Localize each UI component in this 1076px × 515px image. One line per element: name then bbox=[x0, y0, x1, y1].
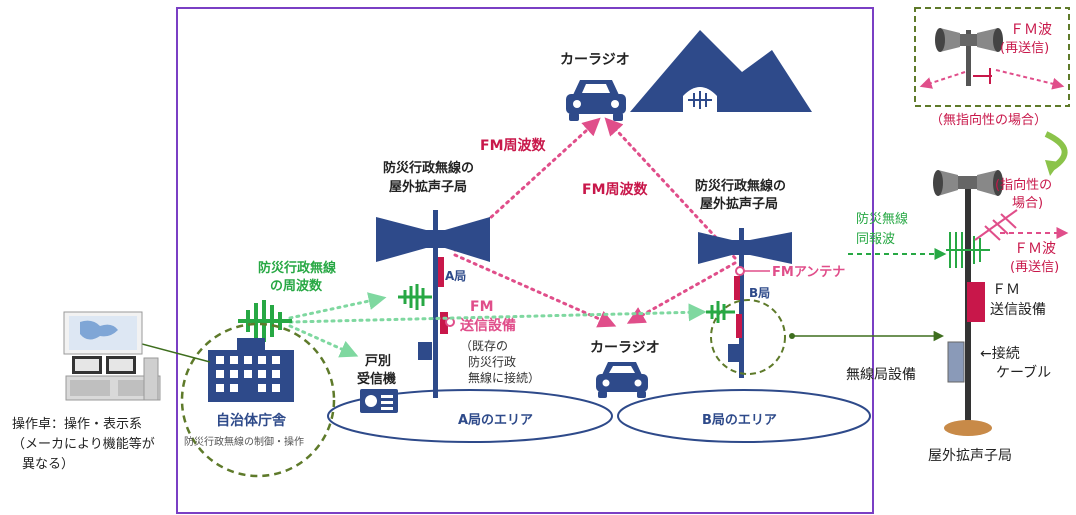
omni-fm-label-1: ＦＭ波 bbox=[1010, 22, 1052, 38]
area-a-ellipse bbox=[327, 389, 613, 443]
station-a-tower bbox=[376, 210, 490, 398]
bousai-freq-2: の周波数 bbox=[270, 278, 323, 294]
radio-wave-icon-cityhall bbox=[238, 300, 292, 342]
main-frame bbox=[176, 7, 874, 514]
fm-freq-right-label: FM周波数 bbox=[582, 181, 648, 198]
fm-freq-left-label: FM周波数 bbox=[480, 137, 546, 154]
kizon-1: （既存の bbox=[460, 339, 508, 353]
omni-fm-arrows bbox=[919, 69, 1065, 90]
omni-case-box bbox=[914, 7, 1070, 107]
car-icon-mid bbox=[596, 362, 648, 398]
car-radio-mid-label: カーラジオ bbox=[590, 340, 660, 356]
right-fm-label-1: ＦＭ波 bbox=[1014, 241, 1056, 257]
city-hall-building-icon bbox=[208, 338, 294, 402]
kobetsu-2: 受信機 bbox=[357, 371, 396, 387]
bousai-wave-lines bbox=[288, 292, 707, 358]
car-radio-top-label: カーラジオ bbox=[560, 52, 630, 68]
yagi-antenna-green bbox=[946, 232, 990, 268]
right-fm-soushin-2: 送信設備 bbox=[990, 302, 1046, 318]
kobetsu-1: 戸別 bbox=[365, 354, 391, 369]
kizon-3: 無線に接続） bbox=[468, 370, 540, 385]
right-fm-soushin-1: ＦＭ bbox=[992, 282, 1020, 298]
yagi-antenna-pink bbox=[974, 209, 1018, 241]
cityhall-highlight-circle bbox=[180, 322, 336, 478]
direc-label-1: (指向性の bbox=[995, 177, 1052, 193]
station-b-title-2: 屋外拡声子局 bbox=[700, 196, 778, 212]
direc-label-2: 場合) bbox=[1012, 196, 1043, 211]
bousai-freq-1: 防災行政無線 bbox=[258, 260, 337, 276]
bousai-douhou-1: 防災無線 bbox=[856, 211, 908, 227]
setsuzoku-2: ケーブル bbox=[996, 364, 1051, 381]
mountain-tunnel-icon bbox=[630, 30, 812, 112]
radio-wave-icon-a bbox=[398, 284, 432, 310]
omni-fm-label-2: (再送信) bbox=[1000, 41, 1049, 56]
kizon-2: 防災行政 bbox=[468, 354, 516, 369]
area-b-ellipse bbox=[617, 389, 871, 443]
musenkyoku-label: 無線局設備 bbox=[846, 367, 916, 383]
receiver-icon bbox=[360, 389, 398, 413]
b-kyoku-label: B局 bbox=[749, 286, 770, 300]
car-icon-top bbox=[566, 80, 626, 121]
setsuzoku-1: ←接続 bbox=[980, 345, 1020, 362]
console-desk-icon bbox=[63, 311, 161, 401]
radio-wave-icon-b bbox=[706, 301, 735, 323]
soushin-setsubi-label: 送信設備 bbox=[459, 317, 516, 334]
speaker-icon-omni bbox=[935, 28, 1003, 86]
right-fm-label-2: (再送信) bbox=[1010, 260, 1059, 275]
station-a-title-1: 防災行政無線の bbox=[383, 160, 474, 176]
area-a-label: A局のエリア bbox=[458, 413, 533, 428]
console-label-2: （メーカにより機能等が bbox=[12, 436, 155, 452]
omni-case-label: （無指向性の場合） bbox=[930, 112, 1047, 128]
fm-label: FM bbox=[470, 299, 494, 315]
console-label-1: 操作卓：操作・表示系 bbox=[12, 416, 142, 432]
okugai-label: 屋外拡声子局 bbox=[928, 448, 1012, 464]
bousai-douhou-2: 同報波 bbox=[856, 232, 895, 247]
right-tower bbox=[933, 170, 1003, 436]
area-b-label: B局のエリア bbox=[702, 413, 777, 428]
console-label-3: 異なる） bbox=[22, 457, 74, 472]
a-kyoku-label: A局 bbox=[445, 269, 466, 283]
fm-antenna-label: FMアンテナ bbox=[772, 265, 845, 280]
city-hall-sub-label: 防災行政無線の制御・操作 bbox=[184, 435, 304, 448]
station-b-tower bbox=[698, 228, 792, 378]
city-hall-label: 自治体庁舎 bbox=[216, 412, 287, 429]
station-b-highlight-circle bbox=[710, 299, 786, 375]
station-a-title-2: 屋外拡声子局 bbox=[389, 179, 467, 195]
station-b-title-1: 防災行政無線の bbox=[695, 178, 786, 194]
